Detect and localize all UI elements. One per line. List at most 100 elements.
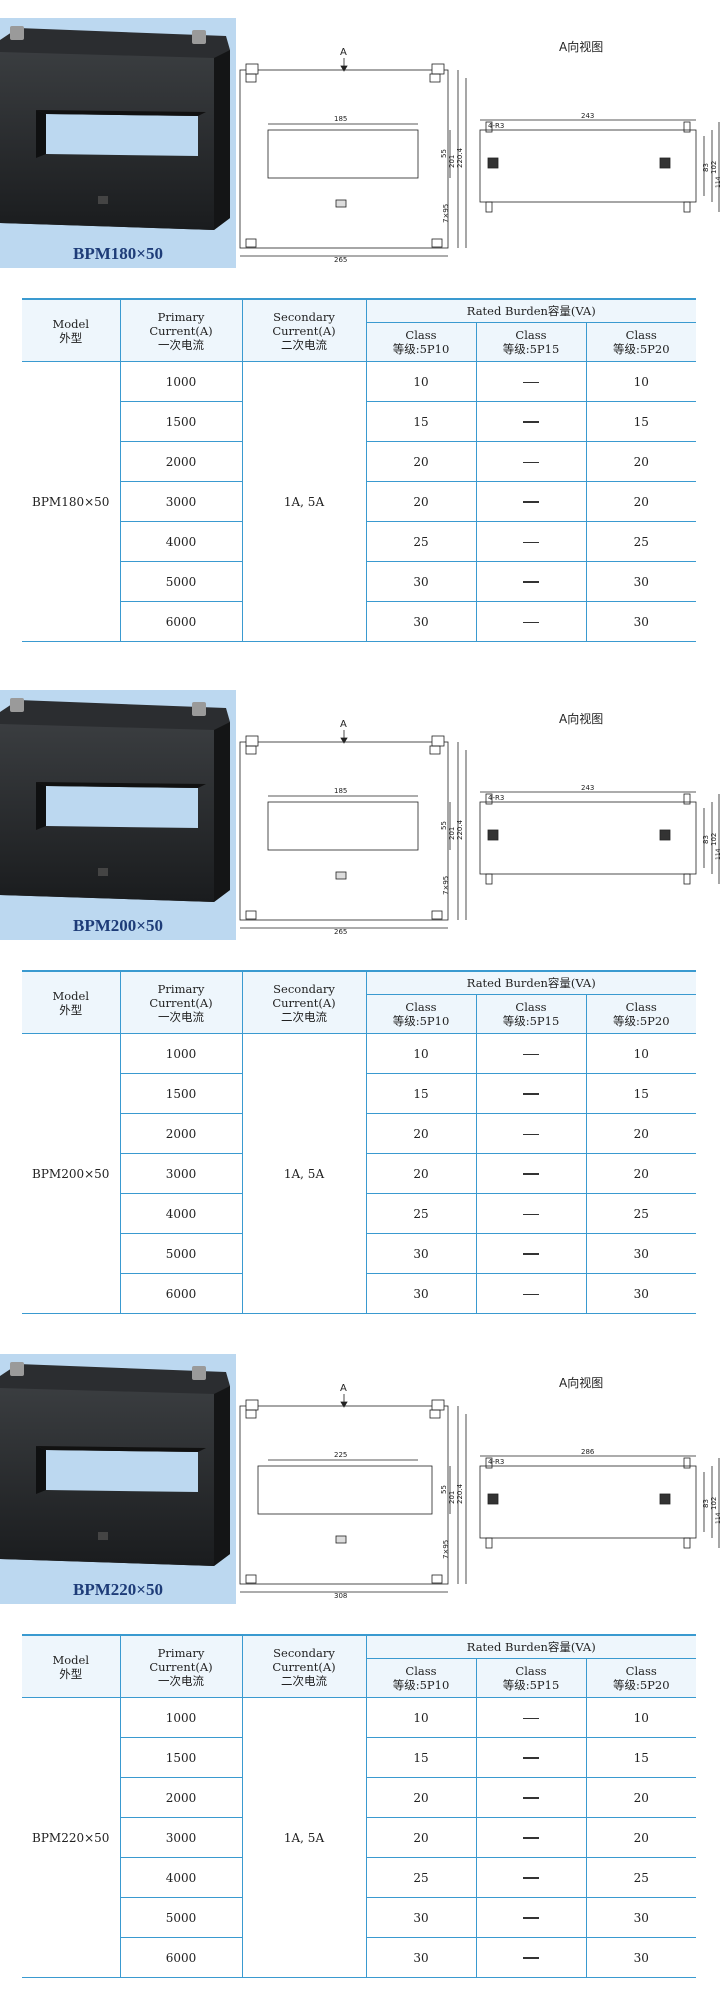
- primary-current-cell: 1500: [119, 1073, 243, 1114]
- burden-cell-c15: [475, 1697, 587, 1738]
- window-rect: [267, 129, 419, 179]
- burden-cell-c10: 20: [365, 1817, 477, 1858]
- model-caption: BPM180×50: [73, 244, 163, 263]
- arrow-a-label: A: [340, 47, 347, 58]
- dim-h3: 55: [440, 821, 448, 830]
- arrow-a-label: A: [340, 719, 347, 730]
- secondary-current-cell: 1A, 5A: [241, 1697, 367, 1978]
- primary-current-cell: 4000: [119, 521, 243, 562]
- dash-icon: [523, 1797, 539, 1799]
- burden-cell-c15: [475, 561, 587, 602]
- dim-h4: 7×95: [442, 204, 450, 223]
- model-caption: BPM220×50: [73, 1580, 163, 1599]
- dash-icon: [523, 1213, 539, 1215]
- burden-cell-c15: [475, 1113, 587, 1154]
- burden-cell-c20: 30: [585, 1233, 696, 1274]
- primary-current-cell: 3000: [119, 481, 243, 522]
- burden-cell-c20: 25: [585, 521, 696, 562]
- view-label: A向视图: [559, 1376, 604, 1390]
- burden-cell-c20: 30: [585, 1273, 696, 1314]
- primary-current-cell: 2000: [119, 1113, 243, 1154]
- burden-cell-c10: 20: [365, 441, 477, 482]
- burden-cell-c15: [475, 1193, 587, 1234]
- burden-cell-c10: 25: [365, 1857, 477, 1898]
- burden-cell-c20: 10: [585, 361, 696, 402]
- secondary-current-cell: 1A, 5A: [241, 361, 367, 642]
- dash-icon: [523, 1717, 539, 1719]
- table-row: 2000 20 20: [22, 1777, 696, 1818]
- product-section-3: BPM220×50 A 308: [0, 1354, 720, 2009]
- transformer-photo-icon: [0, 1362, 230, 1566]
- burden-cell-c10: 20: [365, 1777, 477, 1818]
- primary-current-cell: 6000: [119, 1937, 243, 1978]
- dim-width: 265: [334, 256, 347, 264]
- burden-cell-c20: 10: [585, 1697, 696, 1738]
- burden-cell-c10: 15: [365, 1737, 477, 1778]
- transformer-photo-icon: [0, 26, 230, 230]
- burden-cell-c15: [475, 1073, 587, 1114]
- window-rect: [267, 801, 419, 851]
- primary-current-cell: 5000: [119, 1233, 243, 1274]
- burden-cell-c20: 20: [585, 1113, 696, 1154]
- burden-cell-c20: 25: [585, 1857, 696, 1898]
- burden-cell-c20: 15: [585, 1737, 696, 1778]
- product-section-1: BPM180×50 A 265: [0, 18, 720, 673]
- dim-h2: 201: [448, 155, 456, 168]
- burden-cell-c10: 20: [365, 1113, 477, 1154]
- burden-cell-c15: [475, 1273, 587, 1314]
- model-cell: BPM180×50: [22, 361, 121, 642]
- dash-icon: [523, 1877, 539, 1879]
- product-photo-panel: BPM220×50: [0, 1354, 236, 1604]
- dim-s3: 114: [715, 176, 720, 188]
- primary-current-cell: 1000: [119, 1033, 243, 1074]
- burden-cell-c10: 10: [365, 1033, 477, 1074]
- primary-current-cell: 1000: [119, 1697, 243, 1738]
- dash-icon: [523, 541, 539, 543]
- dim-s1: 83: [702, 163, 710, 172]
- dash-icon: [523, 501, 539, 503]
- dim-window: 185: [334, 115, 347, 123]
- dash-icon: [523, 1253, 539, 1255]
- burden-cell-c20: 20: [585, 481, 696, 522]
- burden-cell-c10: 30: [365, 1937, 477, 1978]
- burden-cell-c20: 25: [585, 1193, 696, 1234]
- burden-cell-c15: [475, 1857, 587, 1898]
- dash-icon: [523, 1837, 539, 1839]
- dash-icon: [523, 1053, 539, 1055]
- burden-cell-c10: 30: [365, 601, 477, 642]
- primary-current-cell: 6000: [119, 601, 243, 642]
- burden-cell-c20: 20: [585, 1777, 696, 1818]
- dim-s3: 114: [715, 848, 720, 860]
- burden-cell-c20: 30: [585, 601, 696, 642]
- burden-cell-c15: [475, 1937, 587, 1978]
- dash-icon: [523, 1757, 539, 1759]
- primary-current-cell: 5000: [119, 1897, 243, 1938]
- primary-current-cell: 6000: [119, 1273, 243, 1314]
- primary-current-cell: 2000: [119, 1777, 243, 1818]
- window-rect: [257, 1465, 433, 1515]
- dash-icon: [523, 381, 539, 383]
- dim-side-length: 286: [581, 1448, 595, 1456]
- primary-current-cell: 4000: [119, 1857, 243, 1898]
- dash-icon: [523, 1173, 539, 1175]
- burden-cell-c15: [475, 1033, 587, 1074]
- dimension-drawing: A 265 185 220.4 201 55 7×95: [236, 690, 720, 940]
- dash-icon: [523, 621, 539, 623]
- burden-cell-c10: 20: [365, 481, 477, 522]
- burden-cell-c10: 25: [365, 1193, 477, 1234]
